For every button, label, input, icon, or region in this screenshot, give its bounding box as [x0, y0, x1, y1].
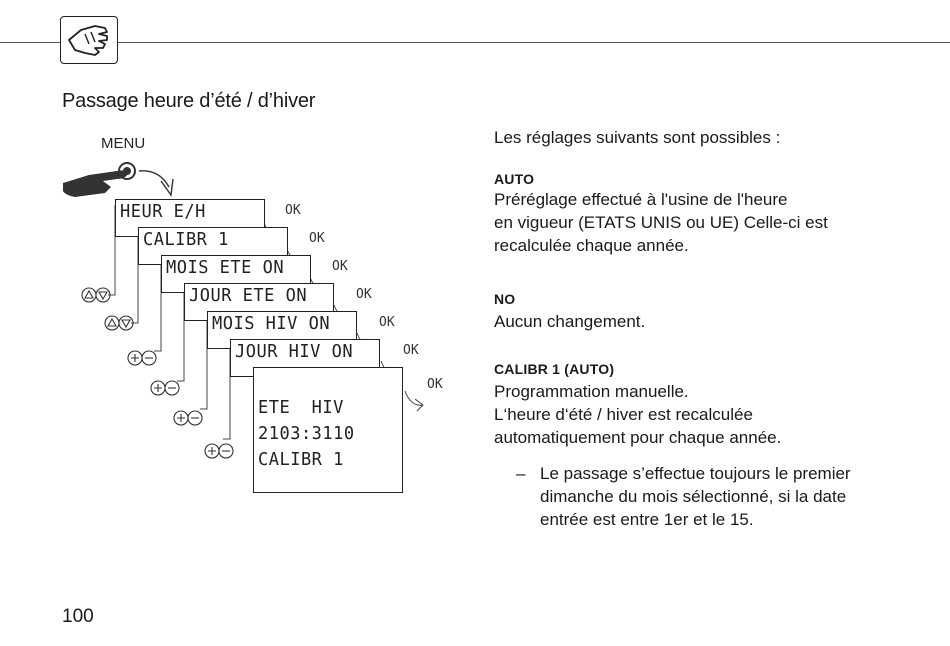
pointing-hand-icon [63, 162, 174, 197]
plus-icon [150, 380, 166, 396]
ok-label: OK [309, 231, 325, 246]
intro-text: Les réglages suivants sont possibles : [494, 128, 781, 147]
minus-icon [164, 380, 180, 396]
plus-icon [173, 410, 189, 426]
plus-icon [127, 350, 143, 366]
minus-icon [141, 350, 157, 366]
ok-label: OK [356, 287, 372, 302]
down-arrow-icon [118, 315, 134, 331]
hand-settings-icon [60, 16, 118, 64]
option-title-auto: AUTO [494, 171, 535, 187]
ok-label: OK [332, 259, 348, 274]
diagram-buttons [81, 287, 203, 426]
menu-diagram: MENU HEUR E/H CALIBR 1 [55, 125, 475, 505]
ok-label: OK [427, 377, 443, 392]
minus-icon [187, 410, 203, 426]
section-title: Passage heure d’été / d’hiver [62, 90, 316, 112]
down-arrow-icon [95, 287, 111, 303]
ok-label: OK [403, 343, 419, 358]
option-title-no: NO [494, 291, 516, 307]
diagram-buttons-last [204, 443, 234, 459]
page-number: 100 [62, 606, 94, 627]
lcd-final-screen: ETE HIV 2103:3110 CALIBR 1 [253, 367, 403, 493]
ok-label: OK [379, 315, 395, 330]
minus-icon [218, 443, 234, 459]
header-rule [0, 42, 950, 43]
plus-icon [204, 443, 220, 459]
bullet-dash: – [516, 464, 526, 483]
option-desc-calibr: Programmation manuelle. L‘heure d‘été / … [494, 382, 782, 447]
up-arrow-icon [104, 315, 120, 331]
ok-label: OK [285, 203, 301, 218]
option-desc-no: Aucun changement. [494, 312, 646, 331]
option-title-calibr: CALIBR 1 (AUTO) [494, 361, 615, 377]
option-desc-auto: Préréglage effectué à l'usine de l'heure… [494, 190, 828, 255]
menu-label: MENU [101, 135, 146, 152]
up-arrow-icon [81, 287, 97, 303]
bullet-text: Le passage s’effectue toujours le premie… [540, 464, 851, 529]
